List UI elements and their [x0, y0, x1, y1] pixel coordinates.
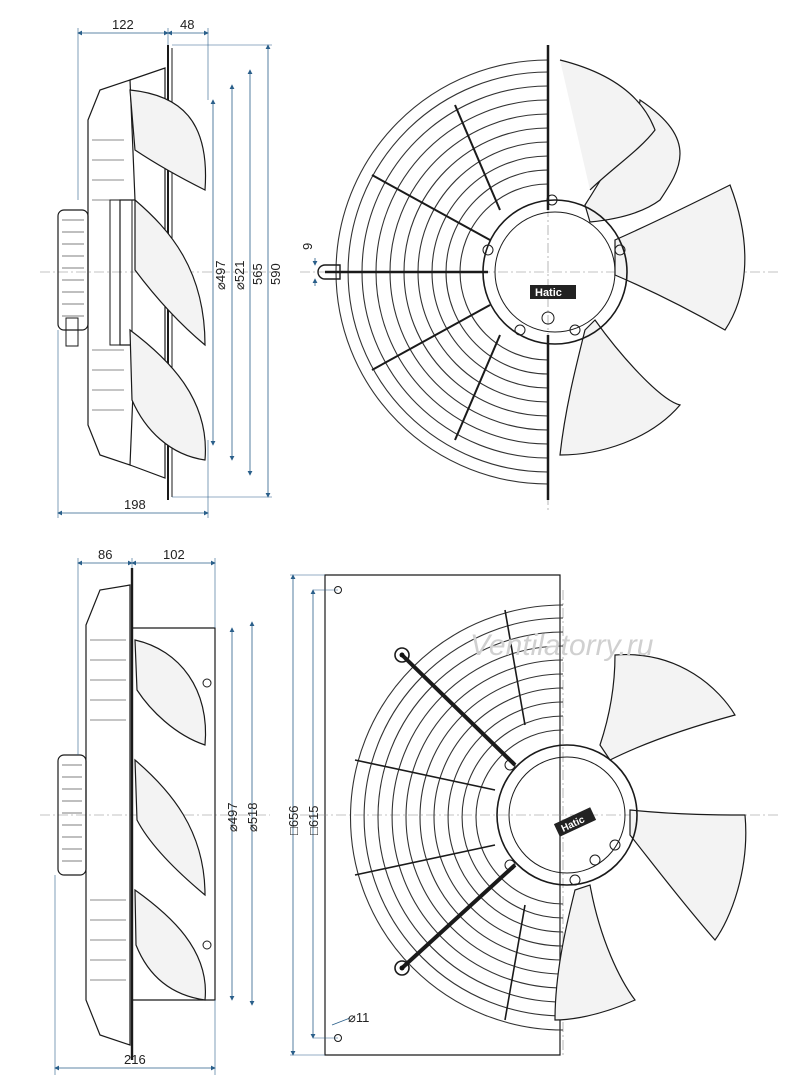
- dim-top-48: 48: [180, 17, 194, 32]
- blade-side-4: [134, 639, 207, 746]
- dim-top-198: 198: [124, 497, 146, 512]
- mounting-plate: [324, 574, 561, 1056]
- dim-bottom-102: 102: [163, 547, 185, 562]
- bottom-side-view: 86 102 216 ⌀497 ⌀518: [40, 547, 270, 1075]
- top-side-view: 122 48 198 ⌀497 ⌀521 565 590: [40, 17, 283, 518]
- blade-front-4: [559, 59, 656, 191]
- motor-hub-2: [496, 744, 638, 886]
- dim-mount-9: 9: [300, 243, 315, 250]
- dim-top-590: 590: [268, 263, 283, 285]
- blade-side-1: [129, 89, 207, 191]
- dim-plate-615: □615: [306, 805, 321, 835]
- dim-plate-656: □656: [286, 805, 301, 835]
- blade-side-3: [129, 328, 206, 461]
- logo-text-top: Hatic: [535, 287, 562, 299]
- dim-bottom-d497: ⌀497: [225, 802, 240, 832]
- top-front-view: Hatic 9: [300, 45, 780, 510]
- blade-side-5: [134, 758, 206, 897]
- dim-hole-11: ⌀11: [348, 1010, 369, 1025]
- bottom-front-view: Hatic Ventilatorry.ru □656 □615 ⌀11: [286, 574, 780, 1056]
- watermark: Ventilatorry.ru: [470, 629, 654, 662]
- blade-front-2: [614, 184, 746, 331]
- dim-bottom-d518: ⌀518: [245, 802, 260, 832]
- logo-plate-top: [530, 285, 576, 299]
- blade-front-5: [599, 654, 736, 761]
- dim-bottom-216: 216: [124, 1052, 146, 1067]
- motor-terminal-box: [57, 209, 89, 331]
- logo-plate-bottom: [553, 807, 597, 837]
- dim-top-d497: ⌀497: [213, 260, 228, 290]
- blade-front-6: [629, 809, 747, 941]
- dim-top-122: 122: [112, 17, 134, 32]
- motor-hub: [482, 199, 628, 345]
- dim-top-565: 565: [250, 263, 265, 285]
- blade-side-2: [134, 198, 206, 347]
- blade-front-7: [554, 884, 636, 1021]
- blade-side-6: [134, 888, 206, 1001]
- blade-front-3: [559, 319, 682, 456]
- dim-bottom-86: 86: [98, 547, 112, 562]
- dim-top-d521: ⌀521: [232, 260, 247, 290]
